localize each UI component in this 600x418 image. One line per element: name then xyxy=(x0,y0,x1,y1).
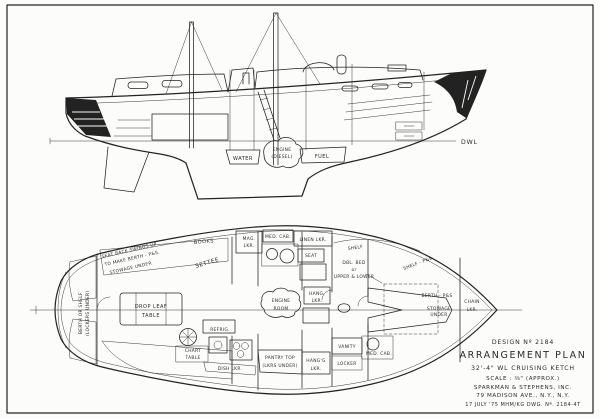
design-number: DESIGN Nº 2184 xyxy=(492,339,554,346)
bow-shading xyxy=(434,70,486,118)
head-sink-icon xyxy=(266,248,278,260)
transom-arc xyxy=(57,271,67,349)
drop-leaf-label-line2: TABLE xyxy=(141,313,160,319)
books-label: BOOKS xyxy=(194,238,215,246)
boat-description: 32'-4" WL CRUISING KETCH xyxy=(471,365,575,372)
plan-view: BERTH OR SHELF (LOCKERS UNDER) SEAT BACK… xyxy=(29,225,523,395)
hull-profile xyxy=(65,69,487,200)
settee-label: SETTEE xyxy=(195,257,220,270)
pantry-label-line1: PANTRY TOP xyxy=(265,355,295,361)
mag-locker-label-line1: MAG. xyxy=(243,236,256,242)
locker-label: LOCKER xyxy=(337,361,356,367)
dbl-bed-label-line1: DBL. BED xyxy=(342,260,366,266)
berth-ps-label: BERTH - P&S xyxy=(421,293,452,299)
hangg-locker-label-line2: LKR. xyxy=(311,366,322,372)
hang-locker-label-line2: LKR. xyxy=(312,298,323,304)
linen-locker-label: LINEN LKR. xyxy=(299,237,326,243)
cowl-vent-icon xyxy=(336,54,347,75)
galley: REFRIG. CHART TABLE DISH LKR. PANTRY TOP… xyxy=(175,319,303,376)
engine-room-area: ENGINE ROOM HANG. LKR. xyxy=(260,286,351,324)
mast-section-icon xyxy=(337,303,351,313)
plan-hull-outline xyxy=(54,225,498,395)
bulkheads xyxy=(96,231,461,391)
aft-cabin: BERTH OR SHELF (LOCKERS UNDER) xyxy=(68,255,97,365)
dorade-vent-icon xyxy=(242,72,250,85)
aft-berth-label-line1: BERTH OR SHELF xyxy=(78,292,84,334)
refrig-label: REFRIG. xyxy=(210,327,230,333)
drop-leaf-table xyxy=(119,292,183,326)
aft-head: HANG'G LKR. VANITY LOCKER MED. CAB. xyxy=(301,335,394,375)
water-tank-label: WATER xyxy=(233,156,253,162)
chart-table-label-line1: CHART xyxy=(185,348,201,354)
mizzen-mast xyxy=(165,21,223,149)
dish-locker-label: DISH LKR. xyxy=(218,366,242,372)
title-block: DESIGN Nº 2184 ARRANGEMENT PLAN 32'-4" W… xyxy=(460,339,587,408)
centerline xyxy=(29,305,523,315)
engine-room-label-line1: ENGINE xyxy=(272,298,291,304)
stern-shading xyxy=(66,98,111,137)
scale-note: SCALE : ⅜" (APPROX.) xyxy=(486,376,560,382)
pantry-label-line2: (LKRS UNDER) xyxy=(262,363,297,369)
design-waterline: DWL xyxy=(49,137,478,146)
vanity-sink-icon xyxy=(366,337,380,351)
stowage-label-line2: UNDER xyxy=(430,312,447,318)
chain-locker-label-line2: LKR. xyxy=(467,307,478,313)
shelf-label: SHELF xyxy=(347,244,363,252)
fuel-tank-label: FUEL xyxy=(315,154,329,160)
forward-head: MAG. LKR. MED. CAB. LINEN LKR. SEAT xyxy=(235,229,333,281)
wc-icon xyxy=(279,248,295,264)
stowage-label-line1: STOWAGE xyxy=(427,306,451,312)
engine-cloud: ENGINE (DIESEL) xyxy=(263,137,304,168)
hang-locker-label-line1: HANG. xyxy=(309,291,325,297)
shelf-ps-label: SHELF - P&S xyxy=(403,255,434,271)
chart-table-label-line2: TABLE xyxy=(184,355,200,361)
fuel-tank: FUEL xyxy=(299,146,347,164)
sheet-border xyxy=(6,4,594,414)
seat-label: SEAT xyxy=(305,253,317,259)
drawing-title: ARRANGEMENT PLAN xyxy=(460,350,587,361)
profile-view: WATER ENGINE (DIESEL) FUEL DWL xyxy=(49,12,487,200)
profile-interior xyxy=(113,63,433,151)
dbl-bed-label-line2: or xyxy=(351,267,356,273)
mag-locker-label-line2: LKR. xyxy=(244,243,255,249)
hangg-locker-label-line1: HANG'G xyxy=(306,358,326,364)
forward-cabin: SHELF DBL. BED or UPPER & LOWER BERTH - … xyxy=(333,239,479,335)
plan-rail-line xyxy=(60,230,493,390)
engine-hatch-steps-icon xyxy=(302,307,330,324)
engine-label-line1: ENGINE xyxy=(273,147,292,153)
revision-line: 17 JULY '75 MHM/KG DWG. Nº. 2184-4T xyxy=(465,402,581,408)
water-tank: WATER xyxy=(225,149,261,165)
galley-sink-icon xyxy=(213,340,223,350)
drop-leaf-label-line1: DROP LEAF xyxy=(135,304,168,310)
saloon: SEAT BACK SWINGS UP TO MAKE BERTH - P&S.… xyxy=(99,237,233,380)
engine-label-line2: (DIESEL) xyxy=(271,154,292,160)
vberth xyxy=(367,287,453,333)
rudder xyxy=(103,146,150,193)
companionway-steps-icon xyxy=(299,263,327,281)
stove-gimbal-icon xyxy=(179,328,197,346)
dwl-label: DWL xyxy=(461,139,478,146)
firm-address: 79 MADISON AVE., N.Y., N.Y. xyxy=(476,393,569,399)
stove-icon xyxy=(229,339,253,361)
firm-name: SPARKMAN & STEPHENS, INC. xyxy=(474,385,572,391)
med-cab-aft-label: MED. CAB. xyxy=(366,351,392,357)
aft-berth-label-line2: (LOCKERS UNDER) xyxy=(85,291,91,336)
dbl-bed-label-line3: UPPER & LOWER xyxy=(334,274,374,280)
chain-locker-label-line1: CHAIN xyxy=(464,299,479,305)
engine-room-label-line2: ROOM xyxy=(274,306,289,312)
med-cab-fwd-label: MED. CAB. xyxy=(265,234,291,240)
vanity-label: VANITY xyxy=(338,344,355,350)
